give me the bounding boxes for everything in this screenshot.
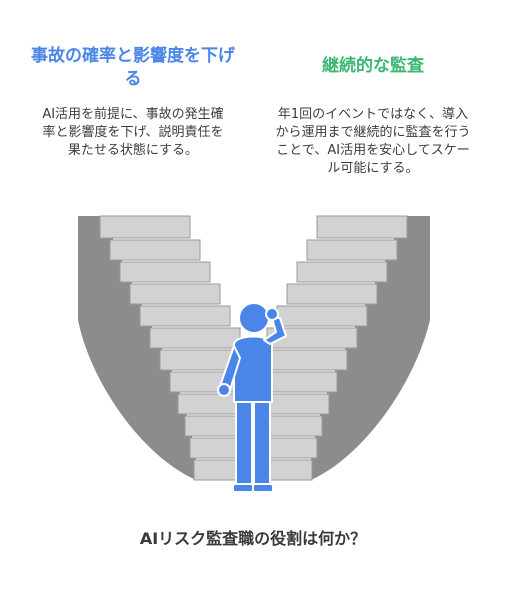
left-description: AI活用を前提に、事故の発生確率と影響度を下げ、説明責任を果たせる状態にする。 xyxy=(42,107,224,158)
left-heading: 事故の確率と影響度を下げる xyxy=(31,46,235,89)
right-heading: 継続的な監査 xyxy=(322,56,424,76)
right-description: 年1回のイベントではなく、導入から運用まで継続的に監査を行うことで、AI活用を安… xyxy=(275,107,471,176)
left-staircase xyxy=(78,216,196,480)
thinking-person-icon xyxy=(217,302,287,493)
central-question: AIリスク監査職の役割は何か？ xyxy=(139,529,367,548)
right-staircase xyxy=(311,216,430,480)
